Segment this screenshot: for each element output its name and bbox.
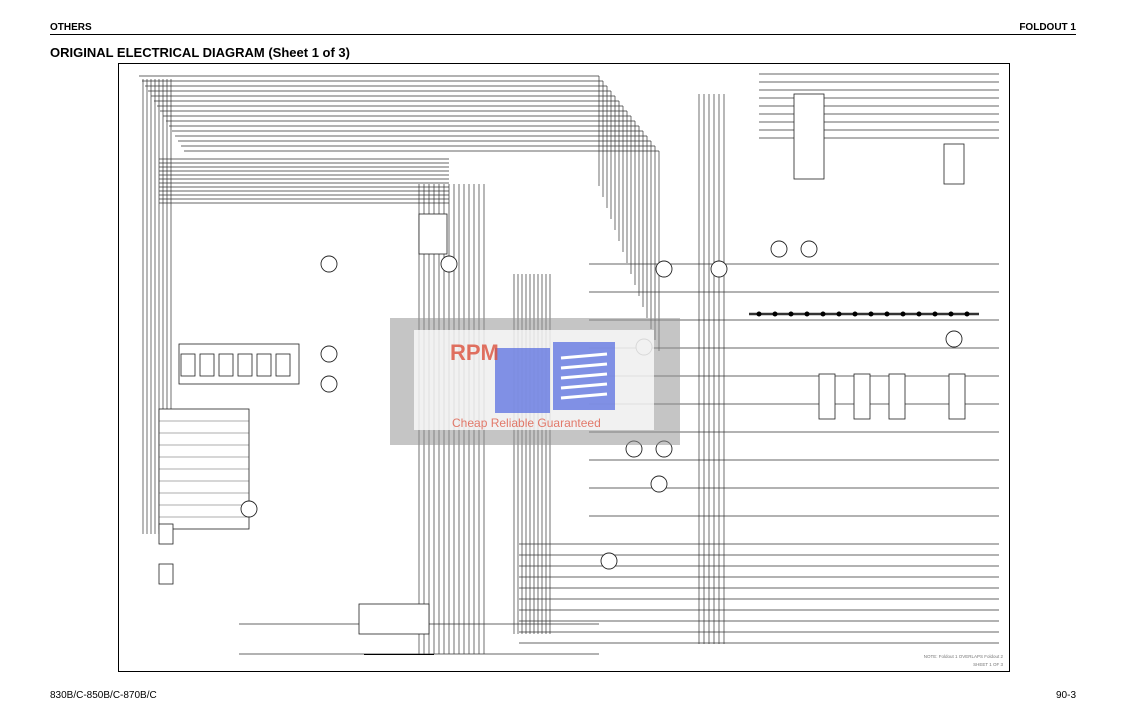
terminal-icon bbox=[948, 311, 954, 317]
terminal-icon bbox=[868, 311, 874, 317]
component-box bbox=[793, 93, 825, 180]
switch-icon bbox=[710, 260, 728, 278]
solenoid-icon bbox=[199, 353, 215, 377]
watermark-tagline: Cheap Reliable Guaranteed bbox=[452, 416, 601, 430]
component-box bbox=[948, 373, 966, 420]
terminal-icon bbox=[900, 311, 906, 317]
foldout-label: FOLDOUT 1 bbox=[1019, 22, 1076, 33]
solenoid-icon bbox=[218, 353, 234, 377]
section-header: OTHERS bbox=[50, 22, 92, 33]
solenoid-icon bbox=[275, 353, 291, 377]
switch-icon bbox=[320, 375, 338, 393]
component-box bbox=[853, 373, 871, 420]
switch-icon bbox=[945, 330, 963, 348]
component-box bbox=[158, 563, 174, 585]
terminal-icon bbox=[788, 311, 794, 317]
terminal-icon bbox=[932, 311, 938, 317]
terminal-icon bbox=[884, 311, 890, 317]
component-box bbox=[418, 213, 448, 255]
component-box bbox=[943, 143, 965, 185]
switch-icon bbox=[440, 255, 458, 273]
terminal-icon bbox=[820, 311, 826, 317]
solenoid-icon bbox=[180, 353, 196, 377]
switch-icon bbox=[655, 260, 673, 278]
terminal-icon bbox=[804, 311, 810, 317]
page-title: ORIGINAL ELECTRICAL DIAGRAM (Sheet 1 of … bbox=[50, 45, 350, 60]
solenoid-icon bbox=[237, 353, 253, 377]
terminal-icon bbox=[756, 311, 762, 317]
watermark-book-icon bbox=[495, 342, 615, 413]
terminal-icon bbox=[772, 311, 778, 317]
switch-icon bbox=[770, 240, 788, 258]
switch-icon bbox=[320, 345, 338, 363]
switch-icon bbox=[240, 500, 258, 518]
switch-icon bbox=[320, 255, 338, 273]
terminal-icon bbox=[916, 311, 922, 317]
model-number: 830B/C-850B/C-870B/C bbox=[50, 690, 157, 701]
terminal-icon bbox=[852, 311, 858, 317]
page-number: 90-3 bbox=[1055, 690, 1076, 701]
solenoid-icon bbox=[256, 353, 272, 377]
ground-bar bbox=[364, 654, 434, 655]
terminal-icon bbox=[836, 311, 842, 317]
component-box bbox=[818, 373, 836, 420]
switch-icon bbox=[800, 240, 818, 258]
component-box bbox=[358, 603, 430, 635]
switch-icon bbox=[600, 552, 618, 570]
diagram-note: NOTE: Foldout 1 OVERLAPS Foldout 2 bbox=[923, 654, 1003, 659]
header-rule bbox=[50, 34, 1076, 35]
watermark: RPM Cheap Reliable Guaranteed bbox=[390, 318, 680, 445]
component-box bbox=[888, 373, 906, 420]
watermark-logo: RPM bbox=[450, 340, 499, 365]
terminal-icon bbox=[964, 311, 970, 317]
switch-icon bbox=[650, 475, 668, 493]
sheet-number: SHEET 1 OF 3 bbox=[973, 662, 1003, 667]
component-box bbox=[158, 523, 174, 545]
